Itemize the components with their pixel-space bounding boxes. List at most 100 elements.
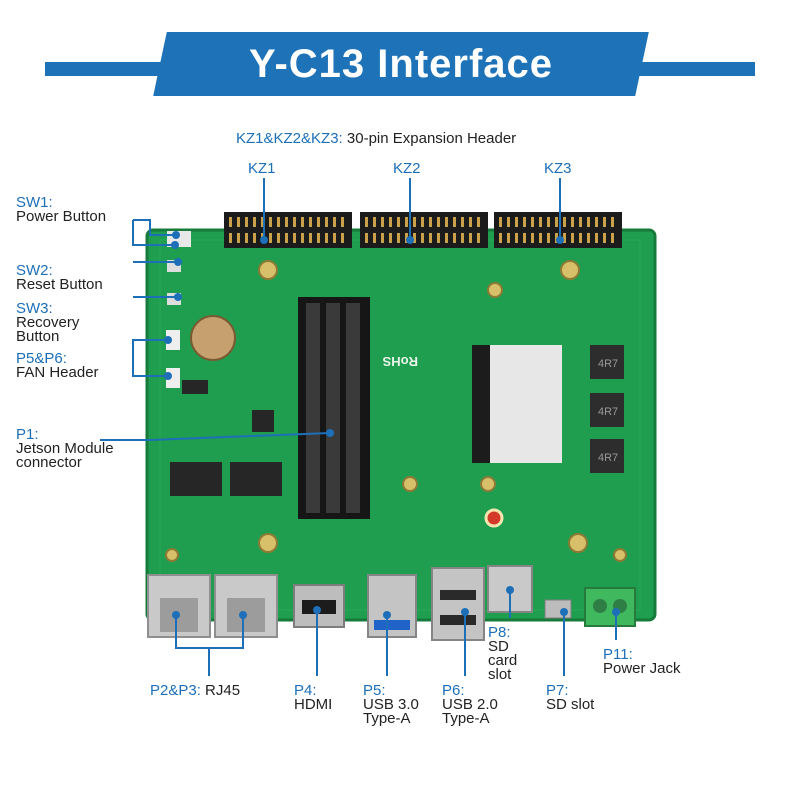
inductors <box>590 345 624 473</box>
header-pin <box>317 217 320 227</box>
header-pin <box>603 233 606 243</box>
leader-dots <box>164 231 620 619</box>
label-p6: P6: USB 2.0 Type-A <box>442 682 498 727</box>
header-pin <box>389 217 392 227</box>
sd-slot <box>544 599 572 619</box>
header-pin <box>477 233 480 243</box>
usb2-port <box>431 567 485 641</box>
jetson-module-connector <box>298 297 370 519</box>
header-pin <box>595 217 598 227</box>
header-pin <box>429 233 432 243</box>
header-pin <box>301 233 304 243</box>
rohs-mark: RoHS <box>382 354 418 369</box>
header-pin <box>437 233 440 243</box>
header-pin <box>405 217 408 227</box>
header-pin <box>461 233 464 243</box>
rj45-ports <box>147 574 278 638</box>
header-pin <box>285 217 288 227</box>
header-pin <box>381 233 384 243</box>
header-pin <box>595 233 598 243</box>
label-p7: P7: SD slot <box>546 682 595 713</box>
header-pin <box>421 233 424 243</box>
header-pin <box>477 217 480 227</box>
header-pin <box>229 217 232 227</box>
label-kz1: KZ1 <box>248 160 276 177</box>
header-pin <box>539 217 542 227</box>
header-pin <box>507 233 510 243</box>
inductor-mark-2: 4R7 <box>598 406 618 418</box>
header-pin <box>555 233 558 243</box>
header-pin <box>333 233 336 243</box>
coin-cell <box>190 315 236 361</box>
header-pin <box>603 217 606 227</box>
header-pin <box>245 217 248 227</box>
label-p1: P1: Jetson Module connector <box>16 426 114 471</box>
header-pin <box>571 233 574 243</box>
header-pin <box>429 217 432 227</box>
label-p2-p3: P2&P3: RJ45 <box>150 682 241 699</box>
header-pin <box>269 217 272 227</box>
header-pin <box>539 233 542 243</box>
header-pin <box>397 217 400 227</box>
header-pin <box>341 217 344 227</box>
label-kz2: KZ2 <box>393 160 421 177</box>
header-pin <box>293 217 296 227</box>
header-pin <box>309 217 312 227</box>
header-pin <box>507 217 510 227</box>
header-pin <box>611 233 614 243</box>
label-kz3: KZ3 <box>544 160 572 177</box>
header-pin <box>277 233 280 243</box>
header-pin <box>469 217 472 227</box>
header-pin <box>499 217 502 227</box>
header-pin <box>261 217 264 227</box>
header-pin <box>229 233 232 243</box>
power-jack <box>584 587 636 627</box>
header-pin <box>365 233 368 243</box>
label-p5-p6: P5&P6: FAN Header <box>16 350 99 381</box>
m2-slot <box>490 345 562 463</box>
label-p11: P11: Power Jack <box>603 646 681 677</box>
header-pin <box>555 217 558 227</box>
header-pin <box>397 233 400 243</box>
header-pin <box>325 217 328 227</box>
header-pin <box>309 233 312 243</box>
header-pin <box>301 217 304 227</box>
header-pin <box>611 217 614 227</box>
header-pin <box>285 233 288 243</box>
header-pin <box>253 217 256 227</box>
label-p5: P5: USB 3.0 Type-A <box>363 682 419 727</box>
header-pin <box>579 233 582 243</box>
header-pin <box>413 217 416 227</box>
header-pin <box>293 233 296 243</box>
header-pin <box>277 217 280 227</box>
header-pin <box>563 233 566 243</box>
header-pin <box>531 233 534 243</box>
header-pin <box>373 233 376 243</box>
header-pin <box>571 217 574 227</box>
label-sw1: SW1: Power Button <box>16 194 107 225</box>
header-pin <box>461 217 464 227</box>
leader-lines <box>100 178 561 441</box>
header-pin <box>469 233 472 243</box>
header-pin <box>563 217 566 227</box>
inductor-mark-1: 4R7 <box>598 358 618 370</box>
leader-lines-bottom <box>175 590 617 676</box>
header-pin <box>437 217 440 227</box>
label-p4: P4: HDMI <box>294 682 333 713</box>
header-pin <box>445 217 448 227</box>
header-pin <box>413 233 416 243</box>
expansion-header-note: KZ1&KZ2&KZ3: 30-pin Expansion Header <box>236 130 517 147</box>
header-pin <box>515 233 518 243</box>
page-title: Y-C13 Interface <box>248 42 554 86</box>
header-pin <box>445 233 448 243</box>
header-pin <box>373 217 376 227</box>
header-pin <box>547 217 550 227</box>
header-pin <box>325 233 328 243</box>
header-pin <box>333 217 336 227</box>
header-pin <box>587 217 590 227</box>
header-pin <box>523 233 526 243</box>
fan-header-p5 <box>166 330 180 350</box>
header-pin <box>523 217 526 227</box>
label-sw3: SW3: Recovery Button <box>16 300 80 345</box>
